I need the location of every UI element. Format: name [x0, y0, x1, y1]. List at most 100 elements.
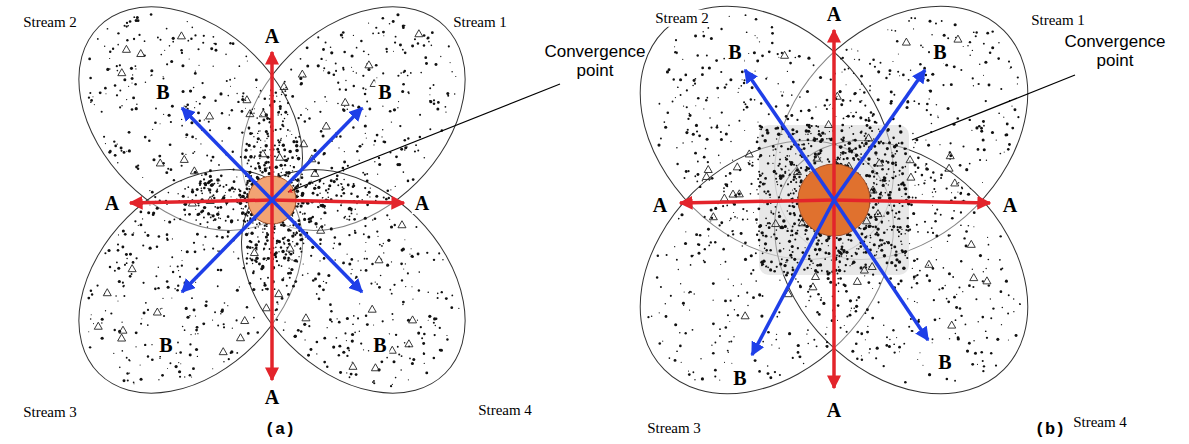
particle	[114, 329, 116, 331]
particle	[238, 65, 240, 67]
particle	[194, 107, 195, 108]
particle	[276, 260, 278, 262]
particle	[292, 215, 293, 216]
particle	[135, 257, 137, 259]
particle	[373, 380, 375, 382]
particle	[133, 16, 135, 18]
particle	[447, 95, 449, 97]
particle	[140, 364, 141, 365]
particle	[311, 246, 314, 249]
particle	[338, 354, 340, 356]
particle	[232, 42, 235, 45]
particle	[368, 350, 369, 351]
particle	[318, 297, 321, 300]
particle	[249, 246, 252, 249]
particle	[274, 288, 276, 290]
particle	[898, 53, 899, 54]
particle	[170, 266, 171, 267]
particle	[264, 140, 265, 141]
aggregate	[275, 290, 283, 297]
particle	[253, 136, 254, 137]
particle	[256, 249, 258, 251]
particle	[192, 27, 194, 29]
particle	[278, 144, 280, 146]
particle	[429, 128, 431, 130]
particle	[437, 297, 439, 299]
particle	[295, 137, 297, 139]
particle	[362, 143, 364, 145]
particle	[392, 319, 394, 321]
particle	[363, 233, 365, 235]
particle	[332, 346, 335, 349]
particle	[887, 29, 888, 30]
particle	[422, 342, 425, 345]
particle	[258, 240, 260, 242]
particle	[234, 78, 235, 79]
particle	[348, 350, 350, 352]
particle	[427, 37, 430, 40]
particle	[918, 103, 920, 105]
particle	[283, 148, 286, 151]
particle	[130, 67, 133, 70]
particle	[186, 104, 189, 107]
particle	[239, 286, 240, 287]
particle	[237, 101, 239, 103]
particle	[217, 269, 219, 271]
particle	[88, 331, 89, 332]
particle	[244, 156, 247, 159]
particle	[292, 140, 295, 143]
particle	[154, 196, 156, 198]
particle	[101, 111, 103, 113]
particle	[378, 32, 380, 34]
particle	[247, 163, 249, 165]
particle	[231, 196, 232, 197]
particle	[323, 211, 326, 214]
particle	[344, 106, 345, 107]
particle	[969, 119, 971, 121]
particle	[241, 208, 242, 209]
aggregate	[156, 159, 164, 166]
particle	[924, 180, 925, 181]
particle	[266, 225, 268, 227]
particle	[950, 83, 953, 86]
particle	[854, 59, 855, 60]
particle	[122, 229, 125, 232]
particle	[404, 52, 407, 55]
particle	[195, 209, 196, 210]
particle	[149, 247, 152, 250]
particle	[450, 62, 451, 63]
aggregate	[243, 96, 251, 103]
particle	[89, 77, 92, 80]
particle	[382, 72, 384, 74]
particle	[246, 143, 248, 145]
particle	[342, 37, 344, 39]
particle	[249, 257, 251, 259]
particle	[330, 227, 333, 230]
particle	[433, 357, 436, 360]
particle	[935, 23, 937, 25]
particle	[218, 164, 220, 166]
particle	[137, 164, 139, 166]
particle	[184, 105, 185, 106]
particle	[219, 206, 222, 209]
particle	[292, 170, 293, 171]
particle	[118, 234, 119, 235]
aggregate	[119, 326, 127, 333]
particle	[294, 245, 296, 247]
particle	[989, 51, 992, 54]
particle	[886, 229, 888, 231]
particle	[113, 140, 115, 142]
particle	[126, 99, 127, 100]
particle	[105, 310, 106, 311]
aggregate	[375, 256, 383, 263]
particle	[412, 178, 415, 181]
particle	[435, 325, 436, 326]
particle	[201, 82, 203, 84]
particle	[414, 38, 416, 40]
particle	[379, 244, 381, 246]
particle	[329, 303, 332, 306]
particle	[142, 282, 144, 284]
particle	[168, 114, 171, 117]
particle	[177, 284, 179, 286]
particle	[147, 355, 149, 357]
